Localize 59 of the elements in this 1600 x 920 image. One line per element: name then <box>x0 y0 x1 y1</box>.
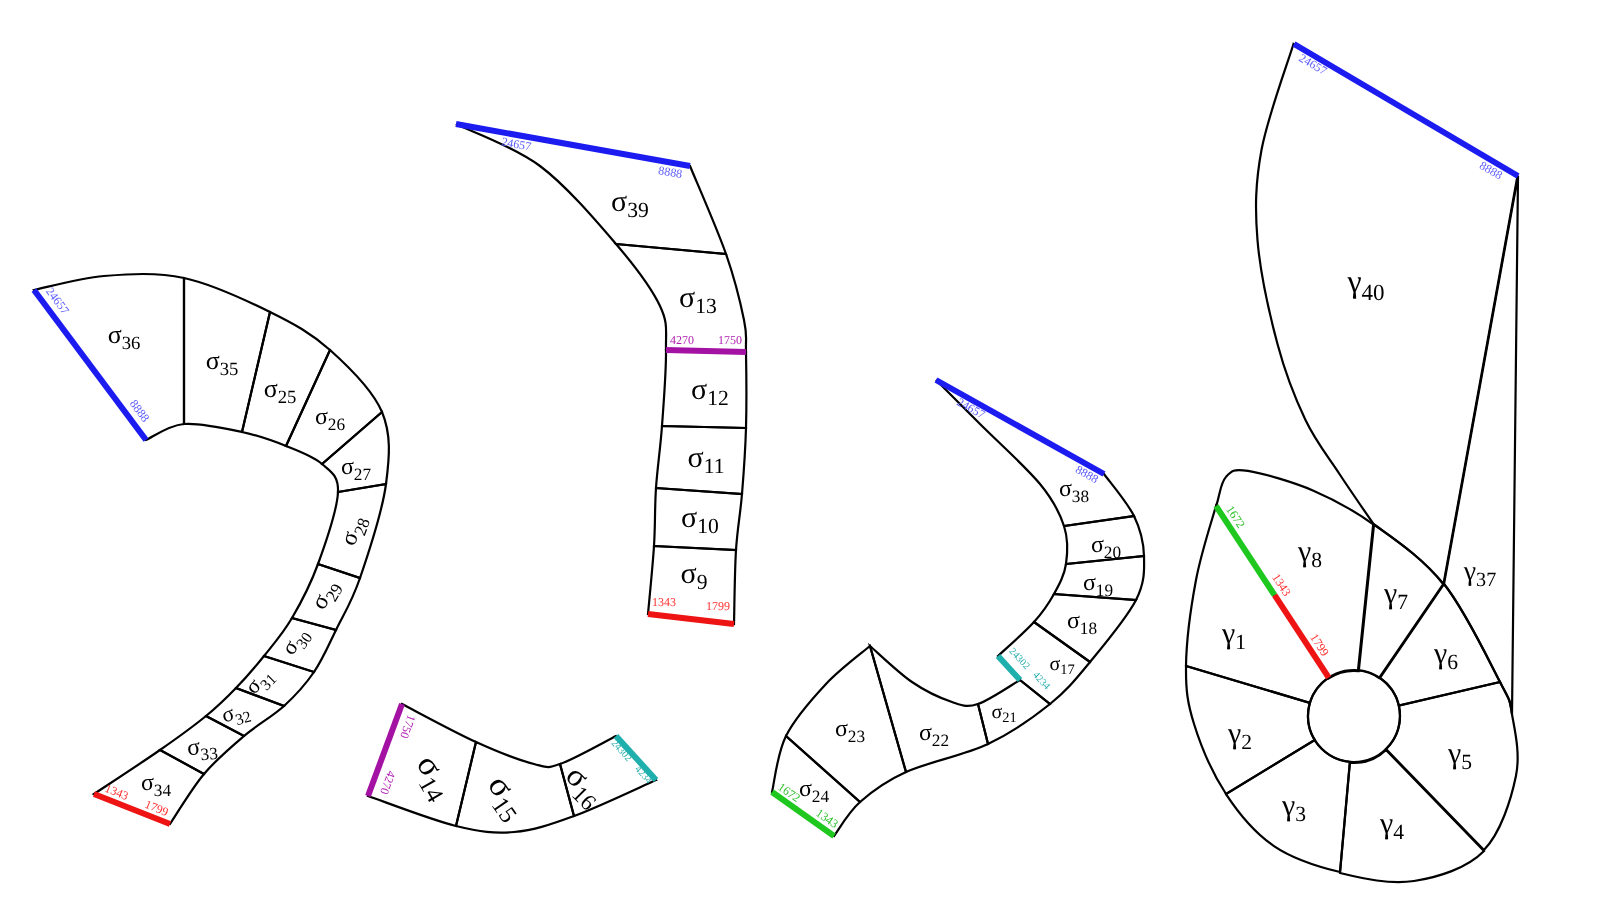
region <box>1183 664 1317 796</box>
region <box>366 702 478 828</box>
region-label: σ$_{32}$ <box>219 699 253 729</box>
region <box>316 482 388 580</box>
region-label: σ$_{33}$ <box>185 732 219 760</box>
region <box>654 424 748 496</box>
region <box>558 734 658 818</box>
region-label: γ$_{40}$ <box>1347 268 1385 300</box>
region-label: γ$_{2}$ <box>1227 721 1252 751</box>
region-label: γ$_{6}$ <box>1433 641 1458 671</box>
region <box>234 654 316 708</box>
region-label: σ$_{13}$ <box>679 285 717 315</box>
region-label: σ$_{34}$ <box>140 770 172 794</box>
region <box>290 562 362 632</box>
region <box>614 242 749 354</box>
region-label: σ$_{36}$ <box>107 321 141 347</box>
region-label: γ$_{3}$ <box>1281 792 1307 823</box>
region <box>262 616 338 674</box>
region-label: σ$_{11}$ <box>687 445 725 475</box>
region <box>32 272 186 442</box>
hub-circle <box>1306 668 1402 764</box>
region-label: σ$_{35}$ <box>205 347 239 373</box>
region-label: γ$_{4}$ <box>1379 810 1405 841</box>
region-label: σ$_{24}$ <box>798 776 830 800</box>
region-label: σ$_{10}$ <box>681 505 719 535</box>
region <box>770 734 862 838</box>
region <box>934 378 1136 528</box>
region-label: σ$_{20}$ <box>1090 532 1122 556</box>
region <box>1356 522 1446 680</box>
region-label: σ$_{25}$ <box>263 375 297 401</box>
region-label: σ$_{39}$ <box>611 189 649 219</box>
region <box>320 410 391 494</box>
region-label: σ$_{9}$ <box>680 561 708 591</box>
region <box>1062 514 1146 566</box>
region-label: σ$_{22}$ <box>918 720 950 744</box>
region <box>1384 680 1520 852</box>
region-label: γ$_{7}$ <box>1383 581 1408 611</box>
region-label: σ$_{38}$ <box>1058 476 1090 500</box>
region <box>1052 554 1147 602</box>
region-label: σ$_{19}$ <box>1082 570 1114 594</box>
region <box>1214 467 1376 680</box>
region-label: γ$_{37}$ <box>1463 560 1497 588</box>
region-label: σ$_{12}$ <box>691 377 729 407</box>
region-label: σ$_{26}$ <box>314 404 346 428</box>
region <box>652 486 744 552</box>
region-label: σ$_{17}$ <box>1049 656 1075 676</box>
region-label: γ$_{5}$ <box>1447 741 1472 771</box>
region-label: σ$_{23}$ <box>834 716 866 740</box>
region-label: σ$_{21}$ <box>991 704 1017 724</box>
region-label: γ$_{1}$ <box>1221 621 1247 651</box>
region <box>1184 504 1331 705</box>
region-label: γ$_{8}$ <box>1297 538 1323 569</box>
region <box>1338 747 1486 884</box>
region <box>868 644 990 774</box>
region-label: σ$_{27}$ <box>340 454 372 478</box>
region <box>646 544 738 626</box>
region <box>660 348 749 430</box>
region <box>240 310 332 448</box>
region-label: σ$_{18}$ <box>1066 608 1098 632</box>
